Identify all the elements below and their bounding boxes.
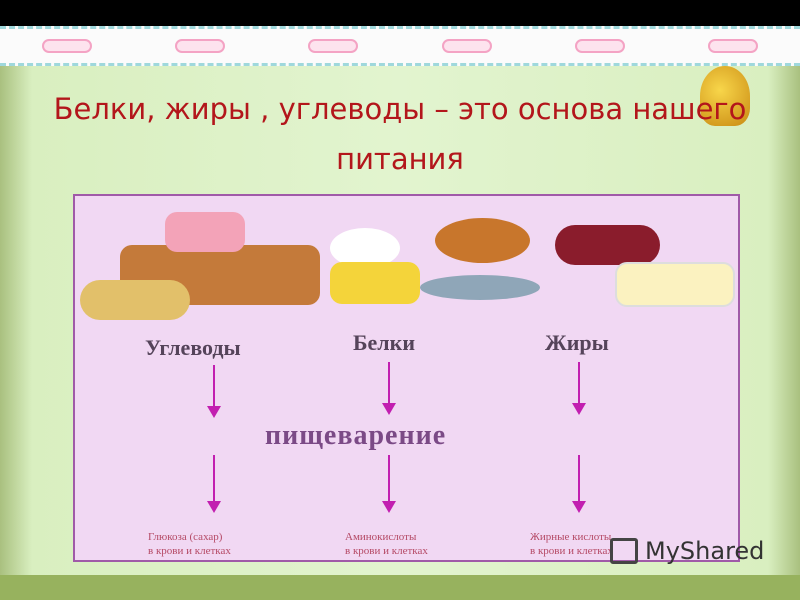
presentation-icon — [610, 538, 638, 564]
arrow-down-icon — [572, 455, 586, 513]
digestion-label: пищеварение — [265, 420, 447, 451]
cake-image — [165, 212, 245, 252]
proteins-label: Белки — [353, 330, 416, 355]
decorative-sweets-ribbon — [0, 26, 800, 66]
watermark: MyShared — [645, 537, 764, 565]
arrow-down-icon — [207, 365, 221, 418]
carbohydrates-label: Углеводы — [145, 335, 241, 360]
bottom-strip — [0, 575, 800, 600]
slide-title: Белки, жиры , углеводы – это основа наше… — [0, 84, 800, 184]
fish-image — [420, 275, 540, 300]
fats-label: Жиры — [545, 330, 609, 355]
result-line: в крови и клетках — [345, 545, 428, 557]
arrow-down-icon — [572, 362, 586, 415]
amino-acids-result: Аминокислоты в крови и клетках — [345, 530, 428, 558]
glucose-result: Глюкоза (сахар) в крови и клетках — [148, 530, 231, 558]
cheese-image — [330, 262, 420, 304]
result-line: Жирные кислоты — [530, 531, 612, 543]
arrow-down-icon — [382, 455, 396, 513]
result-line: в крови и клетках — [148, 545, 231, 557]
title-line-1: Белки, жиры , углеводы – это основа наше… — [53, 92, 747, 126]
egg-image — [330, 228, 400, 268]
title-line-2: питания — [336, 142, 464, 176]
potatoes-image — [80, 280, 190, 320]
bell-icon — [700, 66, 750, 126]
butter-image — [615, 262, 735, 307]
chicken-image — [435, 218, 530, 263]
arrow-down-icon — [207, 455, 221, 513]
result-line: Аминокислоты — [345, 531, 417, 543]
result-line: Глюкоза (сахар) — [148, 531, 223, 543]
sausage-image — [555, 225, 660, 265]
fatty-acids-result: Жирные кислоты в крови и клетках — [530, 530, 613, 558]
top-black-bar — [0, 0, 800, 26]
arrow-down-icon — [382, 362, 396, 415]
watermark-text: MyShared — [645, 537, 765, 565]
result-line: в крови и клетках — [530, 545, 613, 557]
